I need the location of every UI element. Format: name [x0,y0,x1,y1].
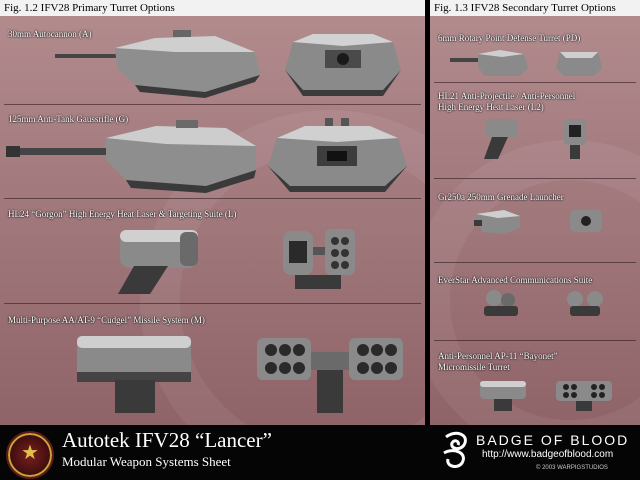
hl21-label: HL21 Anti-Projectile / Anti-Personnel [438,91,576,101]
heat-laser-label: HL24 “Gorgon” High Energy Heat Laser & T… [8,209,237,219]
section-divider [4,104,421,105]
primary-figure-label: Fig. 1.2 IFV28 Primary Turret Options [0,0,425,16]
primary-turret-panel: Fig. 1.2 IFV28 Primary Turret Options 30… [0,0,425,425]
section-divider [434,178,636,179]
hl21-turret-side [484,119,518,159]
brand-url-link[interactable]: http://www.badgeofblood.com [482,449,614,460]
rotary-pd-label: 6mm Rotary Point Defense Turret (PD) [438,33,581,43]
rotary-pd-turret-side [450,50,528,76]
micromissile-turret-side [480,381,526,411]
autotek-seal-icon: ★ [6,431,54,479]
brand-name: BADGE OF BLOOD [476,432,630,448]
hl21-label-line2: High Energy Heat Laser (L2) [438,102,544,112]
section-divider [434,340,636,341]
missile-system-turret-side [77,336,191,413]
grenade-launcher-label: Gr250a 250mm Grenade Launcher [438,192,564,202]
sheet-subtitle: Modular Weapon Systems Sheet [62,454,231,469]
section-divider [4,303,421,304]
autocannon-turret-side [55,30,260,98]
section-divider [434,262,636,263]
micromissile-label: Anti-Personnel AP-11 “Bayonet” [438,351,558,361]
section-divider [434,82,636,83]
section-divider [4,198,421,199]
missile-system-label: Multi-Purpose AA/AT-9 “Cudgel” Missile S… [8,315,205,325]
copyright: © 2003 WARPIGSTUDIOS [536,465,608,471]
grenade-launcher-turret-side [474,210,520,234]
sheet-title: Autotek IFV28 “Lancer” [62,428,272,452]
badge-of-blood-logo-icon [443,431,467,468]
secondary-turret-panel: Fig. 1.3 IFV28 Secondary Turret Options … [430,0,640,425]
rotary-pd-turret-front [556,52,602,76]
comms-suite-turret-side [484,290,518,316]
micromissile-label-line2: Micromissile Turret [438,362,510,372]
gaussrifle-turret-side [6,120,256,193]
heat-laser-turret-side [118,230,198,294]
micromissile-turret-front [556,381,612,411]
secondary-figure-label: Fig. 1.3 IFV28 Secondary Turret Options [430,0,640,16]
autocannon-turret-front [285,34,401,96]
gaussrifle-label: 125mm Anti-Tank Gaussrifle (G) [8,114,129,124]
missile-system-turret-front [257,338,403,413]
autocannon-label: 30mm Autocannon (A) [8,29,92,39]
gaussrifle-turret-front [268,118,407,192]
comms-suite-turret-front [567,291,603,316]
grenade-launcher-turret-front [570,210,602,232]
footer-bar: ★ Autotek IFV28 “Lancer” Modular Weapon … [0,425,640,480]
star-icon: ★ [21,442,39,464]
comms-suite-label: EverStar Advanced Communications Suite [438,275,593,285]
hl21-turret-front [564,119,586,159]
heat-laser-turret-front [283,229,355,289]
